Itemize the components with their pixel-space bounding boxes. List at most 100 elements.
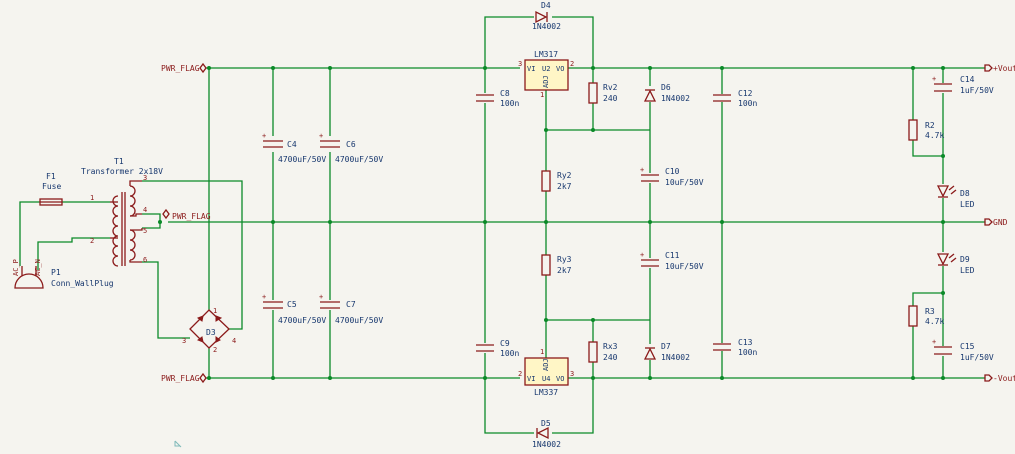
svg-text:+: + [262, 132, 266, 140]
svg-text:D4: D4 [541, 1, 551, 10]
net-port-vout-pos: +Vout [984, 64, 1015, 73]
svg-text:1N4002: 1N4002 [532, 440, 561, 449]
net-port-vout-neg: -Vout [984, 374, 1015, 383]
svg-text:+: + [932, 75, 936, 83]
svg-text:C5: C5 [287, 300, 297, 309]
svg-text:D7: D7 [661, 342, 671, 351]
svg-text:240: 240 [603, 353, 618, 362]
capacitor-c14: + C14 1uF/50V [932, 75, 994, 95]
svg-text:240: 240 [603, 94, 618, 103]
svg-text:PWR_FLAG: PWR_FLAG [161, 374, 200, 383]
svg-text:AC_N: AC_N [34, 259, 42, 276]
resistor-rx3: Rx3 240 [588, 341, 618, 363]
capacitor-c4: + C4 4700uF/50V [262, 132, 326, 164]
svg-text:1N4002: 1N4002 [661, 353, 690, 362]
capacitor-c13: C13 100n [713, 338, 757, 357]
svg-text:3: 3 [143, 174, 147, 182]
svg-text:10uF/50V: 10uF/50V [665, 262, 704, 271]
capacitor-c12: C12 100n [713, 89, 757, 108]
svg-text:6: 6 [143, 256, 147, 264]
svg-text:F1: F1 [46, 172, 56, 181]
svg-text:5: 5 [143, 227, 147, 235]
svg-text:2k7: 2k7 [557, 182, 572, 191]
pwr-flag-gnd: PWR_FLAG [162, 208, 211, 221]
svg-text:LED: LED [960, 200, 975, 209]
resistor-ry2: Ry2 2k7 [541, 170, 572, 192]
svg-text:PWR_FLAG: PWR_FLAG [161, 64, 200, 73]
svg-text:VI: VI [527, 375, 535, 383]
svg-text:2: 2 [213, 346, 217, 354]
svg-text:LM317: LM317 [534, 50, 558, 59]
net-port-gnd: GND [984, 218, 1008, 227]
svg-text:4: 4 [232, 337, 236, 345]
svg-text:C4: C4 [287, 140, 297, 149]
regulator-u4: LM337 VI U4 VO ADJ 2 3 1 [518, 348, 574, 397]
svg-text:P1: P1 [51, 268, 61, 277]
svg-text:3: 3 [518, 60, 522, 68]
svg-text:C11: C11 [665, 251, 680, 260]
svg-text:2: 2 [570, 60, 574, 68]
cursor-icon [174, 440, 182, 448]
svg-text:D9: D9 [960, 255, 970, 264]
svg-text:2: 2 [518, 370, 522, 378]
capacitor-c15: + C15 1uF/50V [932, 338, 994, 362]
svg-text:1uF/50V: 1uF/50V [960, 353, 994, 362]
resistor-r3: R3 4.7k [908, 305, 944, 327]
svg-text:1: 1 [540, 348, 544, 356]
svg-text:LM337: LM337 [534, 388, 558, 397]
svg-text:100n: 100n [738, 99, 757, 108]
svg-text:Rv2: Rv2 [603, 83, 618, 92]
bridge-rectifier-d3: D3 1 2 3 4 [182, 307, 236, 354]
svg-text:+: + [640, 166, 644, 174]
svg-text:T1: T1 [114, 157, 124, 166]
svg-text:VO: VO [556, 375, 564, 383]
diode-d4: D4 1N4002 [532, 1, 561, 31]
svg-text:100n: 100n [500, 99, 519, 108]
svg-text:1: 1 [540, 91, 544, 99]
wall-plug-p1: AC_P AC_N P1 Conn_WallPlug [12, 259, 114, 289]
svg-text:Transformer 2x18V: Transformer 2x18V [81, 167, 163, 176]
led-d8: D8 LED [936, 185, 975, 209]
svg-text:C9: C9 [500, 339, 510, 348]
svg-text:C7: C7 [346, 300, 356, 309]
svg-text:D6: D6 [661, 83, 671, 92]
pwr-flag-bottom: PWR_FLAG [161, 372, 207, 384]
svg-text:+: + [640, 251, 644, 259]
svg-text:4700uF/50V: 4700uF/50V [278, 155, 326, 164]
svg-text:Fuse: Fuse [42, 182, 61, 191]
svg-text:4.7k: 4.7k [925, 131, 944, 140]
svg-text:2: 2 [90, 237, 94, 245]
svg-text:3: 3 [182, 337, 186, 345]
svg-text:R3: R3 [925, 307, 935, 316]
svg-text:1N4002: 1N4002 [661, 94, 690, 103]
svg-text:4700uF/50V: 4700uF/50V [335, 316, 383, 325]
svg-text:100n: 100n [738, 348, 757, 357]
regulator-u2: LM317 VI U2 VO ADJ 3 2 1 [518, 50, 574, 99]
svg-text:+: + [262, 293, 266, 301]
resistor-ry3: Ry3 2k7 [541, 254, 572, 276]
svg-text:C6: C6 [346, 140, 356, 149]
svg-text:Ry2: Ry2 [557, 171, 572, 180]
svg-text:1: 1 [213, 307, 217, 315]
capacitor-c8: C8 100n [476, 89, 519, 108]
svg-text:D8: D8 [960, 189, 970, 198]
svg-text:-Vout: -Vout [993, 374, 1015, 383]
capacitor-c7: + C7 4700uF/50V [319, 293, 383, 325]
pwr-flag-top: PWR_FLAG [161, 62, 207, 74]
capacitor-c5: + C5 4700uF/50V [262, 293, 326, 325]
svg-text:4: 4 [143, 206, 147, 214]
svg-text:10uF/50V: 10uF/50V [665, 178, 704, 187]
svg-text:3: 3 [570, 370, 574, 378]
svg-text:C13: C13 [738, 338, 753, 347]
junctions [158, 66, 945, 380]
svg-text:+: + [932, 338, 936, 346]
svg-text:1: 1 [90, 194, 94, 202]
svg-text:ADJ: ADJ [542, 358, 550, 371]
svg-text:+: + [319, 293, 323, 301]
svg-text:GND: GND [993, 218, 1008, 227]
svg-text:100n: 100n [500, 349, 519, 358]
capacitor-c9: C9 100n [476, 339, 519, 358]
resistor-rv2: Rv2 240 [588, 82, 618, 104]
svg-text:VI: VI [527, 65, 535, 73]
